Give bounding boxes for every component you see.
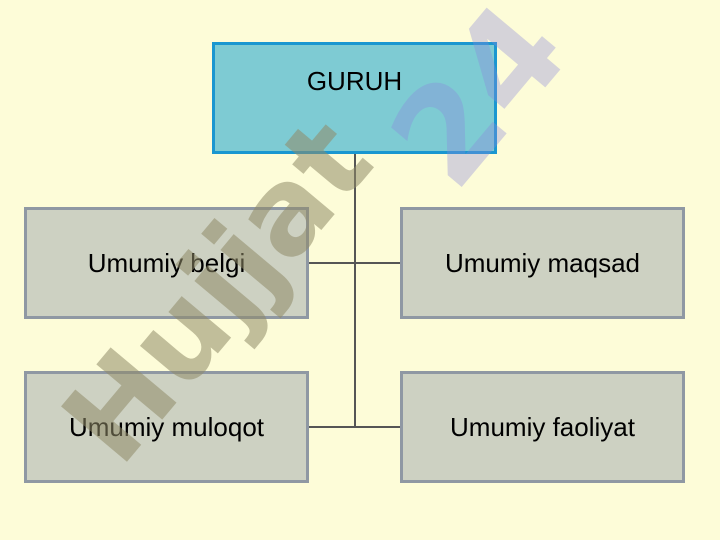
child-node-umumiy-belgi: Umumiy belgi <box>24 207 309 319</box>
child-node-label: Umumiy faoliyat <box>450 411 635 442</box>
root-node-guruh: GURUH <box>212 42 497 154</box>
child-node-label: Umumiy maqsad <box>444 247 641 278</box>
child-node-label: Umumiy belgi <box>87 247 246 278</box>
child-node-umumiy-maqsad: Umumiy maqsad <box>400 207 685 319</box>
child-node-umumiy-faoliyat: Umumiy faoliyat <box>400 371 685 483</box>
child-node-label: Umumiy muloqot <box>68 411 265 442</box>
root-node-label: GURUH <box>306 65 403 96</box>
child-node-umumiy-muloqot: Umumiy muloqot <box>24 371 309 483</box>
